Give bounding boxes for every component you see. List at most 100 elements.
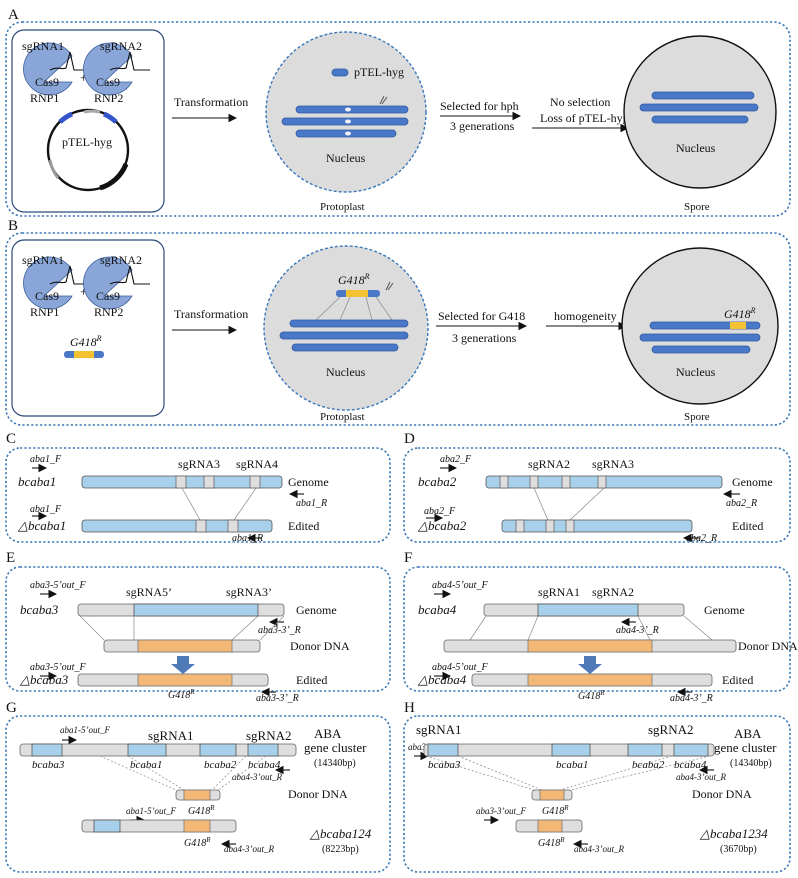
edited-exon-c1: [195, 519, 207, 533]
ptel-label-a: pTEL-hyg: [354, 65, 404, 79]
nucleus-label-b2: Nucleus: [676, 365, 716, 379]
sgrna-a-label-e: sgRNA5’: [126, 585, 172, 599]
edited-exon-c2: [227, 519, 239, 533]
primer-r1-d: aba2_R: [726, 498, 757, 509]
primer-r2-e: aba3-3’_R: [256, 693, 299, 704]
g418-label-f: G418R: [578, 689, 605, 702]
cluster-label-g1: ABA: [314, 726, 342, 741]
gene-label-g1: bcaba3: [32, 759, 65, 771]
edited-bar-d: [501, 519, 693, 533]
g418-label-g2: G418R: [184, 836, 211, 849]
panel-c-frame: [5, 447, 391, 543]
panel-f-frame: [403, 566, 791, 692]
cluster-bp-h: (14340bp): [730, 758, 772, 769]
panel-letter-b: B: [8, 218, 18, 234]
target-region-e: [133, 603, 259, 617]
edited-g418-f: [527, 673, 653, 687]
edited-g418-e: [137, 673, 233, 687]
centromere-a3: [345, 131, 351, 136]
g418-label-g1: G418R: [188, 804, 215, 817]
spore-circle-a: [623, 35, 777, 189]
protoplast-circle-b: [263, 245, 429, 411]
chromosome-b6: [651, 345, 751, 354]
sgrna-a-label-c: sgRNA3: [178, 457, 220, 471]
gene-block-h2: [551, 743, 591, 757]
donor-g418-e: [137, 639, 233, 653]
gene-block-g4: [247, 743, 279, 757]
chromosome-b5: [639, 333, 761, 342]
plasmid-label: pTEL-hyg: [62, 135, 112, 149]
sgrna-a-label-d: sgRNA2: [528, 457, 570, 471]
selection-label-a1: Selected for hph: [440, 99, 519, 113]
donor-g418-g: [183, 789, 211, 801]
cas9-label-2: Cas9: [96, 75, 120, 89]
target-region-f: [537, 603, 639, 617]
selection-label-b2: 3 generations: [452, 331, 517, 345]
sgrna-a-label-h: sgRNA1: [416, 722, 462, 737]
panel-letter-e: E: [6, 550, 15, 566]
donor-g418-h: [539, 789, 565, 801]
panel-letter-f: F: [404, 550, 412, 566]
result-g418-h: [537, 819, 563, 833]
exon-c3: [249, 475, 261, 489]
rnp1-label-b: RNP1: [30, 305, 59, 319]
sgrna2-label: sgRNA2: [100, 39, 142, 53]
gene-block-h4: [673, 743, 709, 757]
edited-exon-d1: [515, 519, 525, 533]
gene-label-h3: bcaba2: [632, 759, 665, 771]
panel-d-frame: [403, 447, 791, 543]
gene-label-e: bcaba3: [20, 602, 59, 617]
gene-block-g3: [199, 743, 237, 757]
exon-c1: [175, 475, 187, 489]
gene-label-h1: bcaba3: [428, 759, 461, 771]
rnp2-label: RNP2: [94, 91, 123, 105]
panel-e-frame: [5, 566, 391, 692]
plus-sign-b: +: [80, 284, 87, 299]
g418-label-h2: G418R: [538, 836, 565, 849]
primer-r2-c: aba1_R: [232, 533, 263, 544]
sgrna-b-label-e: sgRNA3’: [226, 585, 272, 599]
g418-cassette-icon-b: [64, 351, 104, 358]
panel-letter-h: H: [404, 700, 415, 716]
panel-h-frame: [403, 715, 791, 873]
down-arrow-e: [171, 656, 195, 674]
gene-label-f: bcaba4: [418, 602, 457, 617]
rnp2-complex-b: [83, 256, 150, 310]
sgrna1-label: sgRNA1: [22, 39, 64, 53]
deletion-lines-d: [533, 487, 605, 521]
genome-label-c: Genome: [288, 475, 329, 489]
nosel-label-a1: No selection: [550, 95, 610, 109]
primer-f2-h: aba3-3’out_F: [476, 806, 526, 816]
exon-d2: [529, 475, 539, 489]
primer-r1-e: aba3-3’_R: [258, 625, 301, 636]
gene-block-h3: [627, 743, 663, 757]
g418-label-h1: G418R: [542, 804, 569, 817]
rnp1-complex-b: [23, 256, 90, 310]
primer-f1-e: aba3-5’out_F: [30, 580, 86, 591]
result-bp-h: (3670bp): [720, 844, 757, 855]
primer-f2-c: aba1_F: [30, 504, 62, 515]
chromosome-a6: [651, 115, 749, 124]
cas9-cut-icon-a: [379, 95, 388, 105]
sgrna-b-label-d: sgRNA3: [592, 457, 634, 471]
gene-block-g1: [31, 743, 63, 757]
rnp2-label-b: RNP2: [94, 305, 123, 319]
edited-gene-label-f: △bcaba4: [417, 672, 467, 687]
primer-r2-h: aba4-3’out_R: [574, 844, 624, 854]
sgrna-b-label-h: sgRNA2: [648, 722, 694, 737]
gene-label-d: bcaba2: [418, 474, 457, 489]
panel-letter-d: D: [404, 431, 415, 447]
rnp1-label: RNP1: [30, 91, 59, 105]
homology-lines-g: [99, 755, 267, 791]
transformation-label-a: Transformation: [174, 95, 248, 109]
exon-d1: [499, 475, 509, 489]
chromosome-a5: [639, 103, 759, 112]
gene-label-h4: bcaba4: [674, 759, 707, 771]
result-g418-g: [183, 819, 211, 833]
chromosome-b1: [289, 319, 409, 328]
protoplast-label-b: Protoplast: [320, 411, 365, 423]
donor-label-f: Donor DNA: [738, 639, 798, 653]
cluster-label-g2: gene cluster: [304, 740, 367, 755]
edited-label-c: Edited: [288, 519, 319, 533]
